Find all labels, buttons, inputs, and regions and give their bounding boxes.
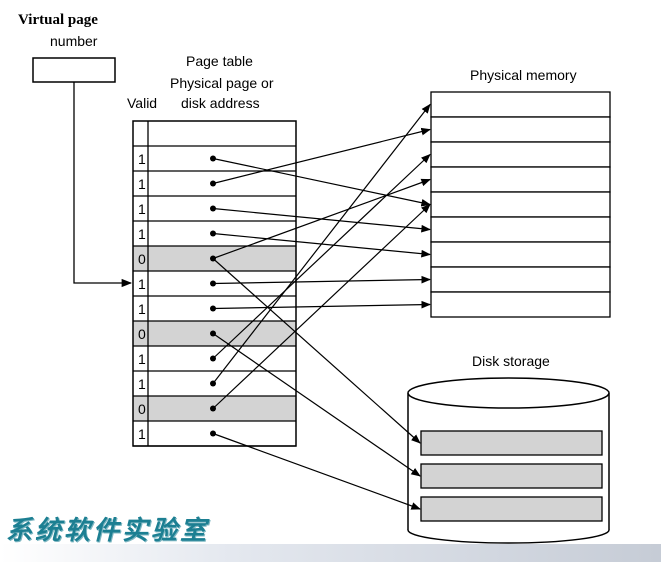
footer-bar — [0, 544, 661, 562]
physical-page-frame — [430, 291, 611, 318]
page-table-title: Page table — [186, 53, 253, 69]
mapping-arrow-to-disk — [212, 333, 421, 477]
disk-block — [420, 430, 603, 456]
disk-block — [420, 496, 603, 522]
valid-bit: 1 — [138, 276, 146, 292]
mapping-arrow-to-memory — [212, 157, 431, 207]
page-table: 1 1 1 1 0 1 1 0 1 1 0 1 — [132, 120, 297, 447]
physical-page-frame — [430, 141, 611, 168]
physical-memory-label: Physical memory — [470, 67, 577, 83]
virtual-page-index-arrow — [73, 82, 133, 288]
mapping-arrow-to-memory — [212, 275, 431, 285]
virtual-page-label-line2: number — [50, 33, 98, 49]
virtual-page-label-line1: Virtual page — [18, 12, 98, 28]
mapping-arrow-to-memory — [212, 127, 431, 185]
valid-bit: 1 — [138, 226, 146, 242]
disk-storage-label: Disk storage — [472, 353, 550, 369]
valid-bit: 1 — [138, 426, 146, 442]
valid-bit: 1 — [138, 301, 146, 317]
valid-bit: 1 — [138, 351, 146, 367]
physical-memory — [430, 91, 611, 318]
physical-page-frame — [430, 91, 611, 118]
mapping-arrow-to-disk — [212, 432, 421, 510]
valid-label: Valid — [127, 95, 157, 111]
disk-storage-cylinder — [407, 377, 610, 544]
physical-page-frame — [430, 166, 611, 193]
mapping-arrow-to-memory — [212, 153, 431, 359]
valid-bit: 0 — [138, 251, 146, 267]
valid-bit: 0 — [138, 326, 146, 342]
mapping-arrow-to-disk — [212, 258, 421, 444]
valid-bit: 1 — [138, 376, 146, 392]
disk-block — [420, 463, 603, 489]
page-table-column-label-line2: disk address — [181, 95, 260, 111]
page-table-column-label-line1: Physical page or — [170, 75, 274, 91]
mapping-arrow-to-memory — [212, 178, 431, 260]
mapping-arrows — [212, 103, 431, 510]
virtual-page-number-box — [32, 57, 116, 83]
physical-page-frame — [430, 191, 611, 218]
mapping-arrow-to-memory — [212, 103, 431, 384]
physical-page-frame — [430, 241, 611, 268]
valid-bit: 0 — [138, 401, 146, 417]
valid-bit: 1 — [138, 176, 146, 192]
mapping-arrow-to-memory — [212, 203, 431, 409]
valid-bit: 1 — [138, 151, 146, 167]
physical-page-frame — [430, 116, 611, 143]
physical-page-frame — [430, 216, 611, 243]
valid-bit: 1 — [138, 201, 146, 217]
footer-lab-title: 系统软件实验室 — [6, 516, 210, 546]
physical-page-frame — [430, 266, 611, 293]
